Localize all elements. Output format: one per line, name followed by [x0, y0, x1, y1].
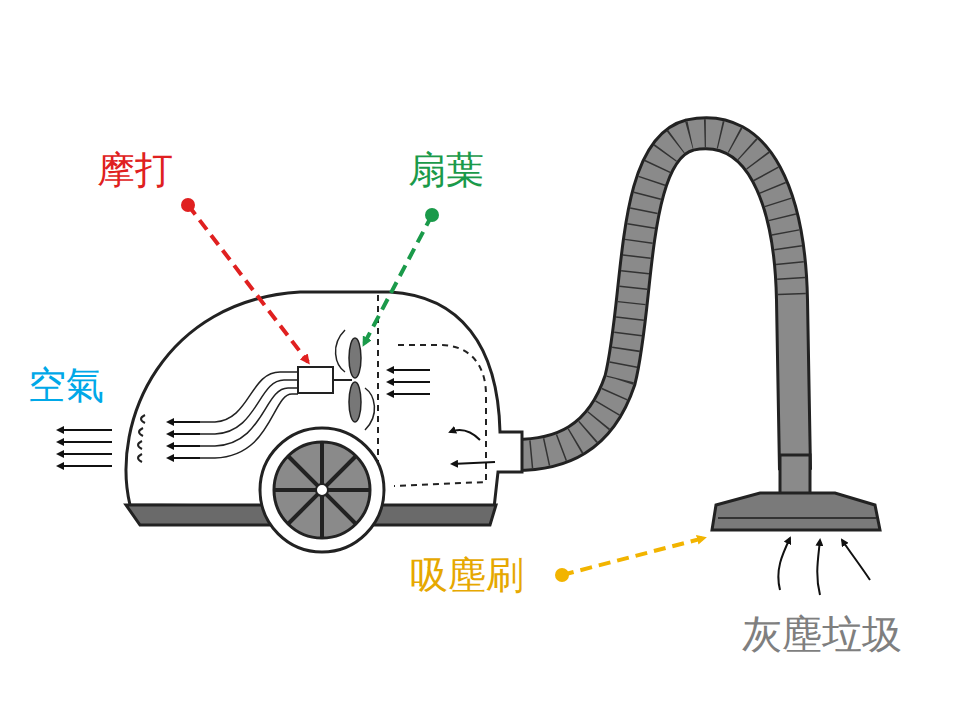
part-label: 扇葉 — [408, 150, 484, 192]
dust-arrows — [778, 538, 870, 595]
part-label: 灰塵垃圾 — [742, 612, 902, 656]
wheel — [260, 428, 384, 552]
leader-lines — [181, 198, 704, 582]
flow-arrows — [58, 370, 495, 466]
part-label: 摩打 — [97, 150, 173, 192]
vacuum-body — [126, 292, 522, 525]
motor-fan — [298, 330, 374, 430]
part-label: 空氣 — [28, 365, 104, 407]
brush-head — [712, 493, 880, 530]
hose — [515, 133, 810, 495]
part-label: 吸塵刷 — [410, 555, 524, 597]
